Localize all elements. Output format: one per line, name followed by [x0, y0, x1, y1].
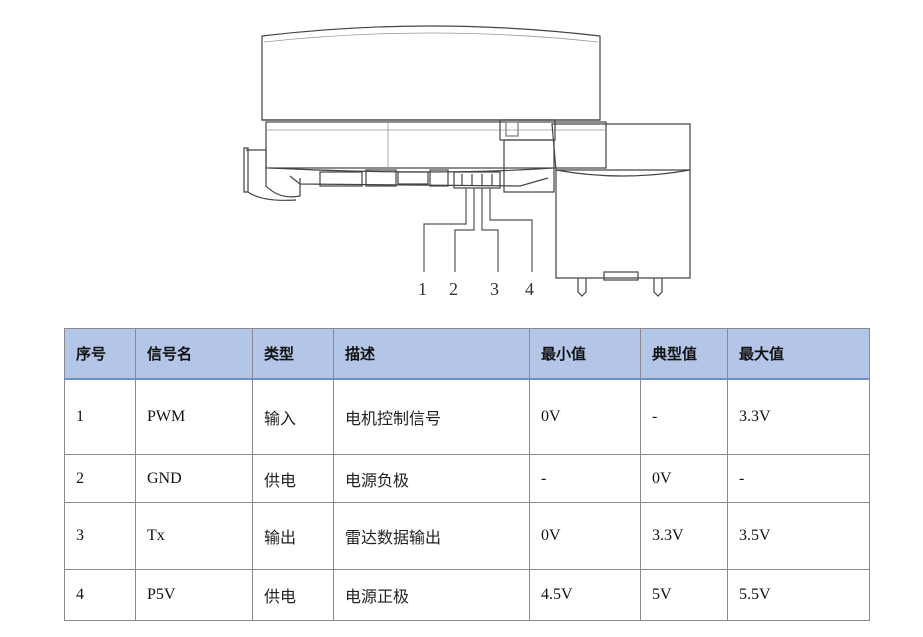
table-row: 1 PWM 输入 电机控制信号 0V - 3.3V: [64, 378, 870, 455]
cell-type: 输出: [252, 502, 334, 570]
lidar-module-drawing: 1 2 3 4: [243, 25, 691, 299]
cell-signal-name: P5V: [135, 569, 253, 621]
pin-label-1: 1: [418, 279, 427, 299]
cell-typical: 5V: [640, 569, 728, 621]
cell-type: 供电: [252, 454, 334, 503]
table-row: 2 GND 供电 电源负极 - 0V -: [64, 454, 870, 503]
cell-min: -: [529, 454, 641, 503]
header-index: 序号: [64, 328, 136, 380]
cell-description: 电机控制信号: [333, 378, 530, 455]
cell-index: 1: [64, 378, 136, 455]
header-typical: 典型值: [640, 328, 728, 380]
cell-signal-name: Tx: [135, 502, 253, 570]
pin-label-3: 3: [490, 279, 499, 299]
cell-type: 输入: [252, 378, 334, 455]
header-min: 最小值: [529, 328, 641, 380]
header-description: 描述: [333, 328, 530, 380]
header-signal-name: 信号名: [135, 328, 253, 380]
cell-typical: -: [640, 378, 728, 455]
cell-min: 0V: [529, 378, 641, 455]
pin-label-4: 4: [525, 279, 534, 299]
cell-max: 3.3V: [727, 378, 870, 455]
cell-index: 3: [64, 502, 136, 570]
cell-signal-name: GND: [135, 454, 253, 503]
table-row: 4 P5V 供电 电源正极 4.5V 5V 5.5V: [64, 569, 870, 621]
table-row: 3 Tx 输出 雷达数据输出 0V 3.3V 3.5V: [64, 502, 870, 570]
pin-signal-table: 序号 信号名 类型 描述 最小值 典型值 最大值 1 PWM 输入 电机控制信号…: [64, 328, 870, 621]
cell-type: 供电: [252, 569, 334, 621]
cell-max: -: [727, 454, 870, 503]
cell-min: 4.5V: [529, 569, 641, 621]
cell-index: 2: [64, 454, 136, 503]
cell-description: 电源正极: [333, 569, 530, 621]
header-max: 最大值: [727, 328, 870, 380]
cell-description: 电源负极: [333, 454, 530, 503]
cell-description: 雷达数据输出: [333, 502, 530, 570]
cell-max: 5.5V: [727, 569, 870, 621]
cell-max: 3.5V: [727, 502, 870, 570]
cell-min: 0V: [529, 502, 641, 570]
cell-index: 4: [64, 569, 136, 621]
cell-signal-name: PWM: [135, 378, 253, 455]
cell-typical: 0V: [640, 454, 728, 503]
pin-label-2: 2: [449, 279, 458, 299]
table-header-row: 序号 信号名 类型 描述 最小值 典型值 最大值: [64, 328, 870, 380]
cell-typical: 3.3V: [640, 502, 728, 570]
header-type: 类型: [252, 328, 334, 380]
